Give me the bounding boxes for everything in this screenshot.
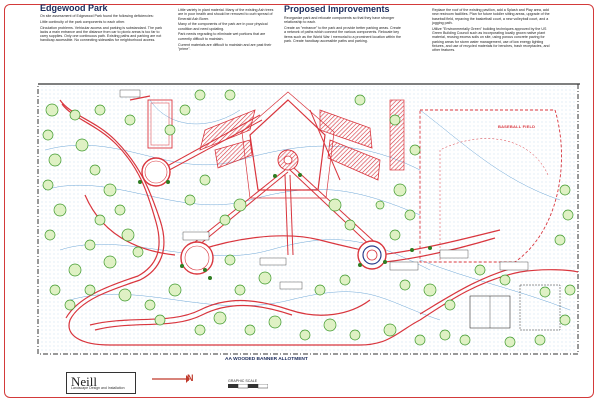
col1-point-1: Little continuity of the park components… bbox=[40, 19, 126, 24]
title-left: Edgewood Park bbox=[40, 3, 108, 13]
text-column-3: Reorganize park and relocate components … bbox=[284, 16, 402, 45]
firm-logo: Neill Landscape Design and Installation bbox=[66, 372, 136, 394]
col3-point-2: Create an "entrance" to the park and pro… bbox=[284, 26, 402, 43]
col3-point-1: Reorganize park and relocate components … bbox=[284, 16, 395, 25]
sheet-border bbox=[4, 4, 594, 398]
baseball-field-label: BASEBALL FIELD bbox=[498, 124, 536, 129]
tree-symbols bbox=[42, 89, 576, 348]
plan-tags bbox=[119, 89, 529, 290]
logo-subtitle: Landscape Design and Installation bbox=[71, 386, 125, 390]
grading-texture bbox=[40, 86, 576, 352]
text-column-2: Little variety in plant material. Many o… bbox=[178, 8, 278, 53]
court-area bbox=[469, 284, 561, 331]
col2-point-1: Little variety in plant material. Many o… bbox=[178, 8, 274, 21]
intro-text: On site assessment of Edgewood Park foun… bbox=[40, 14, 154, 18]
col4-point-2: Utilize "Environmentally Green" building… bbox=[432, 26, 550, 53]
logo-name: Neill bbox=[71, 374, 97, 389]
title-center: Proposed Improvements bbox=[284, 4, 390, 14]
col2-point-4: Current materials are difficult to maint… bbox=[178, 42, 272, 51]
circular-features bbox=[141, 157, 387, 275]
north-arrow-label: N bbox=[187, 373, 194, 383]
col2-point-2: Many of the components of the park are i… bbox=[178, 22, 268, 31]
col2-point-3: Park needs regrading to eliminate wet po… bbox=[178, 32, 266, 41]
col4-point-1: Replace the roof of the existing pavilio… bbox=[432, 8, 550, 25]
scale-label: GRAPHIC SCALE bbox=[228, 379, 258, 383]
shrub-symbols bbox=[138, 173, 432, 280]
north-arrow-icon bbox=[152, 375, 190, 383]
main-path-network bbox=[59, 95, 579, 346]
text-column-4: Replace the roof of the existing pavilio… bbox=[432, 8, 550, 54]
bottom-ribbon-label: AA WOODED BANNER ALLOTMENT bbox=[225, 357, 308, 362]
scale-bar bbox=[228, 384, 268, 389]
text-column-1: On site assessment of Edgewood Park foun… bbox=[40, 14, 165, 44]
col1-point-2: Circulation problems. Vehicular access a… bbox=[40, 25, 162, 43]
baseball-field bbox=[419, 109, 562, 263]
